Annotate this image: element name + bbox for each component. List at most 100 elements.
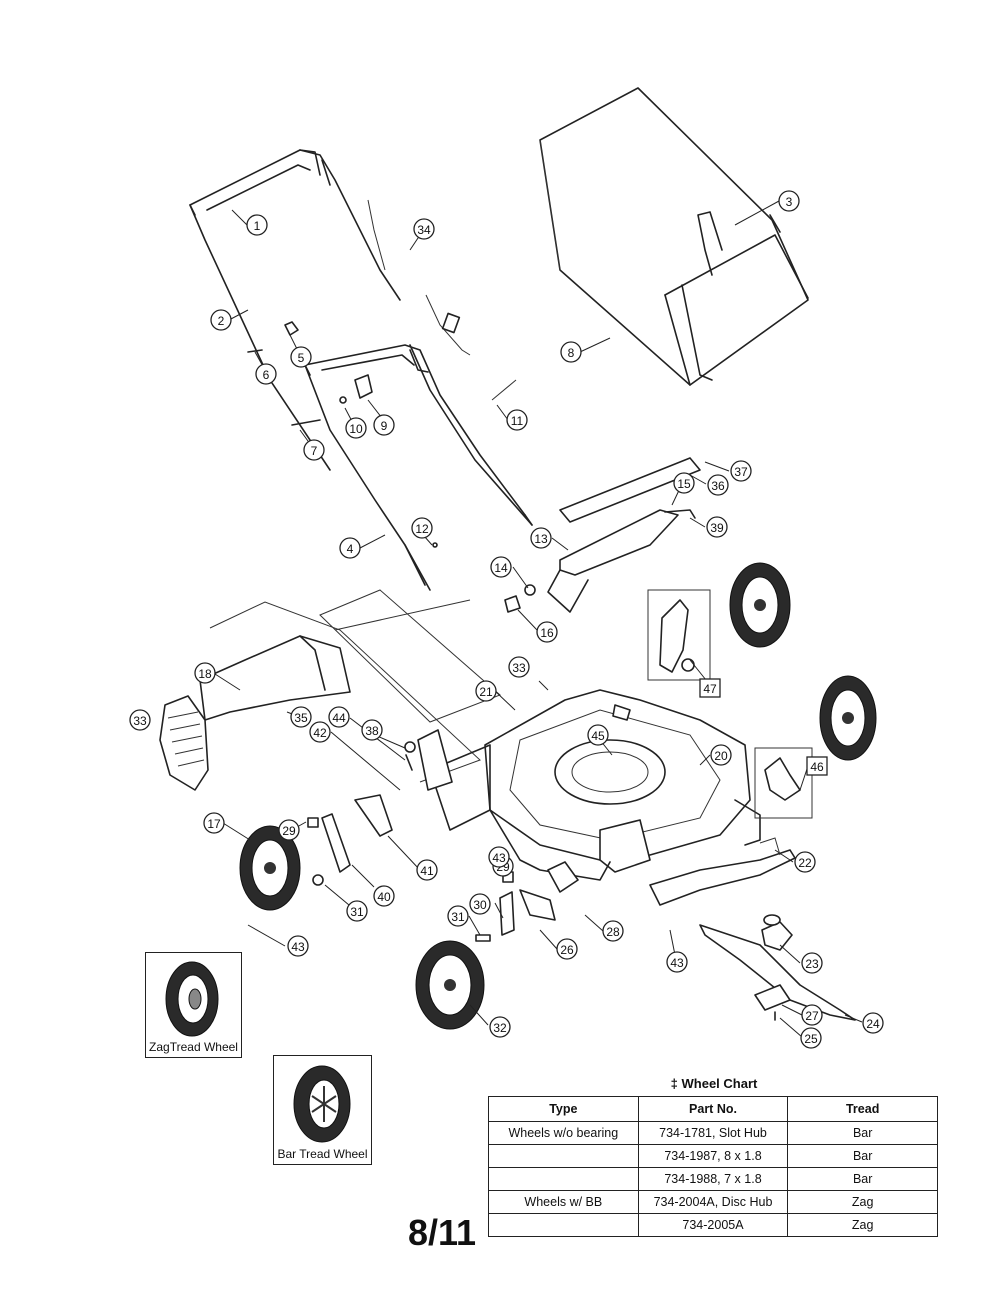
callout-21: 21: [475, 680, 497, 702]
cell-part-no: 734-2004A, Disc Hub: [637, 1190, 789, 1214]
callout-label: 10: [349, 422, 363, 436]
callout-label: 38: [365, 724, 379, 738]
callout-40: 40: [373, 885, 395, 907]
callout-20: 20: [710, 744, 732, 766]
wheel-chart-title: ‡ Wheel Chart: [670, 1076, 758, 1091]
callout-label: 20: [714, 749, 728, 763]
table-row: 734-2005A Zag: [488, 1213, 938, 1237]
cell-tread: Bar: [787, 1167, 938, 1191]
cell-tread: Zag: [787, 1213, 938, 1237]
callout-32: 32: [489, 1016, 511, 1038]
mower-deck: [429, 689, 761, 881]
zagtread-wheel-caption: ZagTread Wheel: [149, 1040, 238, 1054]
callout-35: 35: [290, 706, 312, 728]
callout-28: 28: [602, 920, 624, 942]
cell-type: [488, 1167, 639, 1191]
cell-tread: Bar: [787, 1121, 938, 1145]
cell-tread: Zag: [787, 1190, 938, 1214]
wheel-rear-right: [819, 675, 877, 761]
handle-hardware: [247, 321, 438, 548]
height-adjusters: [307, 589, 813, 942]
callout-37: 37: [730, 460, 752, 482]
callout-42: 42: [309, 721, 331, 743]
wheel-front-right: [729, 562, 791, 648]
grass-bag: [539, 87, 809, 386]
assembly-outlines: [209, 589, 501, 783]
callout-label: 29: [282, 824, 296, 838]
callout-6: 6: [255, 363, 277, 385]
cell-type: Wheels w/ BB: [488, 1190, 639, 1214]
wheel-rear-left: [415, 940, 485, 1030]
header-type: Type: [488, 1096, 639, 1122]
callout-label: 6: [263, 368, 270, 382]
callout-label: 34: [417, 223, 431, 237]
callout-17: 17: [203, 812, 225, 834]
callout-label: 2: [218, 314, 225, 328]
callout-24: 24: [862, 1012, 884, 1034]
lower-handle: [304, 344, 533, 591]
callout-label: 11: [511, 414, 524, 428]
callout-label: 43: [291, 940, 305, 954]
discharge-chute: [159, 635, 351, 791]
callout-9: 9: [373, 414, 395, 436]
callout-label: 33: [133, 714, 147, 728]
callout-label: 18: [198, 667, 212, 681]
page-number: 8/11: [408, 1212, 477, 1253]
callout-label: 46: [810, 760, 824, 774]
cell-type: [488, 1144, 639, 1168]
callout-label: 17: [207, 817, 221, 831]
bar-tread-wheel-thumbnail: Bar Tread Wheel: [273, 1055, 372, 1165]
wheel-chart-header-row: Type Part No. Tread: [488, 1096, 938, 1122]
callout-label: 47: [703, 682, 717, 696]
cell-part-no: 734-1781, Slot Hub: [637, 1121, 789, 1145]
callout-2: 2: [210, 309, 232, 331]
callout-label: 27: [805, 1009, 819, 1023]
callout-8: 8: [560, 341, 582, 363]
wheel-front-left: [239, 825, 301, 911]
callout-label: 4: [347, 542, 354, 556]
cell-type: Wheels w/o bearing: [488, 1121, 639, 1145]
callout-label: 12: [415, 522, 429, 536]
blade-assembly: [699, 914, 856, 1021]
cell-part-no: 734-1988, 7 x 1.8: [637, 1167, 789, 1191]
callout-label: 28: [606, 925, 620, 939]
callout-label: 43: [492, 851, 506, 865]
callout-14: 14: [490, 556, 512, 578]
callout-44: 44: [328, 706, 350, 728]
callout-label: 42: [313, 726, 327, 740]
callout-label: 33: [512, 661, 526, 675]
callout-label: 44: [332, 711, 346, 725]
callout-label: 43: [670, 956, 684, 970]
callout-22: 22: [794, 851, 816, 873]
callout-13: 13: [530, 527, 552, 549]
callout-27: 27: [801, 1004, 823, 1026]
callout-label: 23: [805, 957, 819, 971]
callout-label: 37: [734, 465, 748, 479]
callout-30: 30: [469, 893, 491, 915]
callout-25: 25: [800, 1027, 822, 1049]
callout-41: 41: [416, 859, 438, 881]
bar-tread-wheel-caption: Bar Tread Wheel: [277, 1147, 368, 1161]
callout-label: 40: [377, 890, 391, 904]
callout-12: 12: [411, 517, 433, 539]
table-row: Wheels w/o bearing 734-1781, Slot Hub Ba…: [488, 1121, 938, 1145]
callout-45: 45: [587, 724, 609, 746]
cell-type: [488, 1213, 639, 1237]
control-cable: [367, 199, 517, 401]
cell-part-no: 734-1987, 8 x 1.8: [637, 1144, 789, 1168]
callout-label: 8: [568, 346, 575, 360]
callout-label: 36: [711, 479, 725, 493]
callout-16: 16: [536, 621, 558, 643]
callout-label: 7: [311, 444, 318, 458]
callout-label: 24: [866, 1017, 880, 1031]
callout-1: 1: [246, 214, 268, 236]
callout-label: 22: [798, 856, 812, 870]
callout-label: 25: [804, 1032, 818, 1046]
callout-label: 35: [294, 711, 308, 725]
header-part-no: Part No.: [637, 1096, 789, 1122]
callout-47: 47: [699, 678, 721, 698]
wheel-chart: ‡ Wheel Chart Type Part No. Tread Wheels…: [488, 1076, 940, 1237]
callout-4: 4: [339, 537, 361, 559]
callout-43: 43: [488, 846, 510, 868]
